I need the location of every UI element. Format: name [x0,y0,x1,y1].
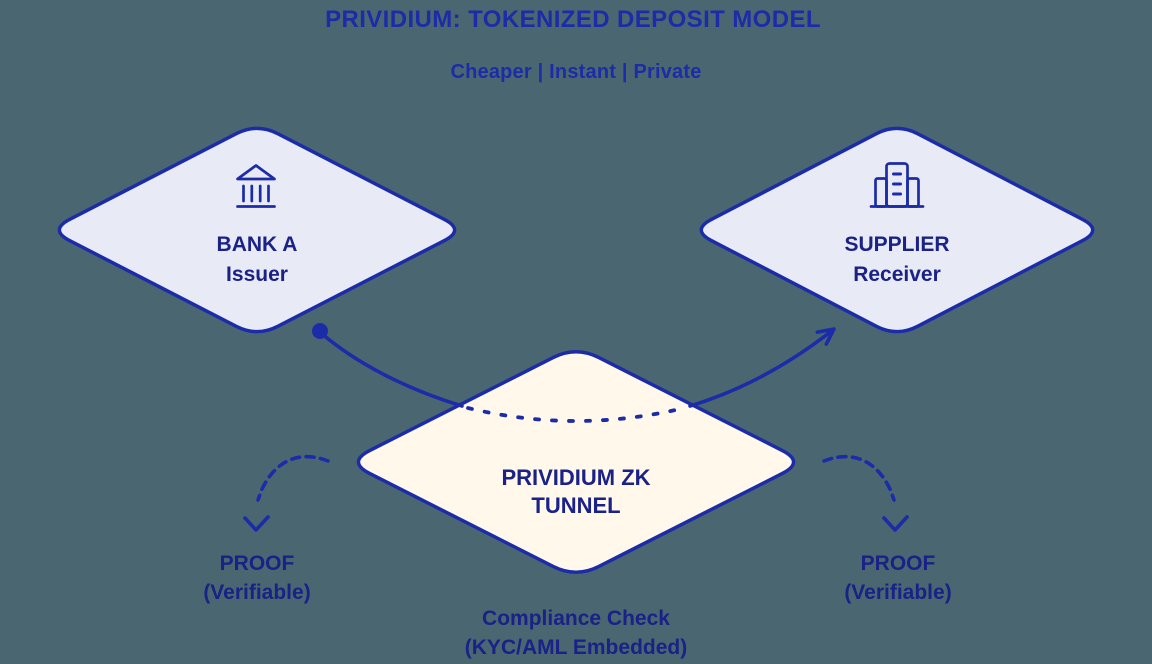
supplier-role: Receiver [853,263,941,286]
proof-left-subtitle: (Verifiable) [203,581,311,604]
compliance-line1: Compliance Check [482,607,670,630]
proof-left-dashed-curve [256,454,330,502]
proof-right-subtitle: (Verifiable) [844,581,952,604]
bank-role: Issuer [226,263,288,286]
compliance-line2: (KYC/AML Embedded) [464,636,688,659]
proof-right-dashed-curve [822,454,896,502]
compliance-label: Compliance Check (KYC/AML Embedded) [465,604,687,662]
proof-right-arrowhead-icon [882,515,909,532]
proof-left-title: PROOF [219,552,295,575]
supplier-name: SUPPLIER [844,233,950,256]
proof-left-label: PROOF (Verifiable) [203,549,310,607]
diagram-title: PRIVIDIUM: TOKENIZED DEPOSIT MODEL [325,6,821,33]
office-building-icon [869,162,925,208]
bank-icon [236,164,276,208]
flow-curve-bank-to-tunnel [319,331,464,408]
proof-left-arrowhead-icon [243,515,270,532]
supplier-node-shape [699,126,1095,334]
zk-tunnel-label: PRIVIDIUM ZK TUNNEL [501,464,650,520]
supplier-arrowhead-icon [815,327,836,346]
proof-right-label: PROOF (Verifiable) [844,549,951,607]
proof-right-title: PROOF [860,552,936,575]
tunnel-label-line1: PRIVIDIUM ZK [501,465,651,490]
bank-node-shape [57,126,457,334]
supplier-node-label: SUPPLIER Receiver [844,230,949,290]
tunnel-label-line2: TUNNEL [531,493,621,518]
bank-node-label: BANK A Issuer [217,230,298,290]
hidden-path-dotted-curve [466,406,686,423]
bank-name: BANK A [216,233,298,256]
zk-tunnel-shape [356,350,796,574]
flow-curve-tunnel-to-supplier [688,331,831,408]
diagram-tagline: Cheaper | Instant | Private [450,61,702,83]
